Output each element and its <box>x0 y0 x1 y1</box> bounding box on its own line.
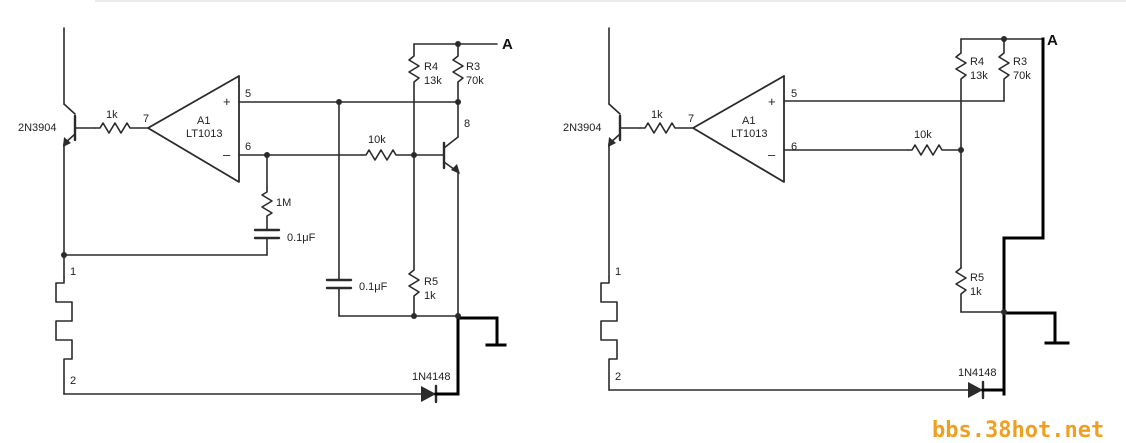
left-node-a: A <box>502 36 513 53</box>
right-opamp-pin5: 5 <box>791 88 797 100</box>
left-r4-name: R4 <box>424 61 438 73</box>
left-opamp-name: A1 <box>197 115 210 127</box>
left-diode-label: 1N4148 <box>412 371 451 383</box>
left-circuit: 2N3904 1k 7 A1 LT1013 + – 5 6 10k 1M 0.1… <box>18 27 513 404</box>
right-opamp <box>692 75 785 183</box>
left-r4-val: 13k <box>424 75 442 87</box>
left-r5-name: R5 <box>424 276 438 288</box>
right-opamp-name: A1 <box>742 115 755 127</box>
left-opamp-minus: – <box>223 147 231 162</box>
right-opamp-minus: – <box>768 147 776 162</box>
left-sensor-pin2: 2 <box>70 375 76 387</box>
right-opamp-pin7: 7 <box>688 113 694 125</box>
left-r5-val: 1k <box>424 290 436 302</box>
right-circuit: 2N3904 1k 7 A1 LT1013 + – 5 6 10k A R4 1… <box>563 27 1070 400</box>
right-r5-val: 1k <box>970 286 982 298</box>
left-r3-val: 70k <box>466 75 484 87</box>
right-node-a: A <box>1047 32 1058 49</box>
left-opamp-plus: + <box>223 94 231 109</box>
right-r4-val: 13k <box>970 70 988 82</box>
right-opamp-part: LT1013 <box>731 128 768 140</box>
right-2n3904-transistor <box>608 27 641 278</box>
right-r4-name: R4 <box>970 56 984 68</box>
right-opamp-pin6: 6 <box>791 141 797 153</box>
right-sensor-pin2: 2 <box>615 371 621 383</box>
right-diode-label: 1N4148 <box>958 367 997 379</box>
left-pin8: 8 <box>464 118 470 130</box>
right-opamp-plus: + <box>768 94 776 109</box>
left-opamp-pin7: 7 <box>143 113 149 125</box>
left-transistor-label: 2N3904 <box>18 122 57 134</box>
left-sensor-pin1: 1 <box>70 266 76 278</box>
left-opamp-pin6: 6 <box>245 141 251 153</box>
right-base-resistor-label: 1k <box>651 109 663 121</box>
right-r3-name: R3 <box>1013 56 1027 68</box>
left-r3-name: R3 <box>466 61 480 73</box>
right-r3-val: 70k <box>1013 70 1031 82</box>
left-base-resistor-label: 1k <box>106 109 118 121</box>
left-10k-label: 10k <box>368 134 386 146</box>
right-r5-name: R5 <box>970 272 984 284</box>
right-sensor-pin1: 1 <box>615 266 621 278</box>
left-c1-label: 0.1μF <box>287 232 316 244</box>
right-10k-label: 10k <box>914 129 932 141</box>
left-opamp-pin5: 5 <box>245 88 251 100</box>
left-opamp <box>147 75 240 183</box>
left-1m-label: 1M <box>276 197 291 209</box>
left-c2-label: 0.1μF <box>359 281 388 293</box>
left-base-resistor <box>94 122 149 134</box>
watermark: bbs.38hot.net <box>932 418 1104 443</box>
left-2n3904-transistor <box>63 27 96 256</box>
right-transistor-label: 2N3904 <box>563 122 602 134</box>
left-opamp-part: LT1013 <box>186 128 223 140</box>
